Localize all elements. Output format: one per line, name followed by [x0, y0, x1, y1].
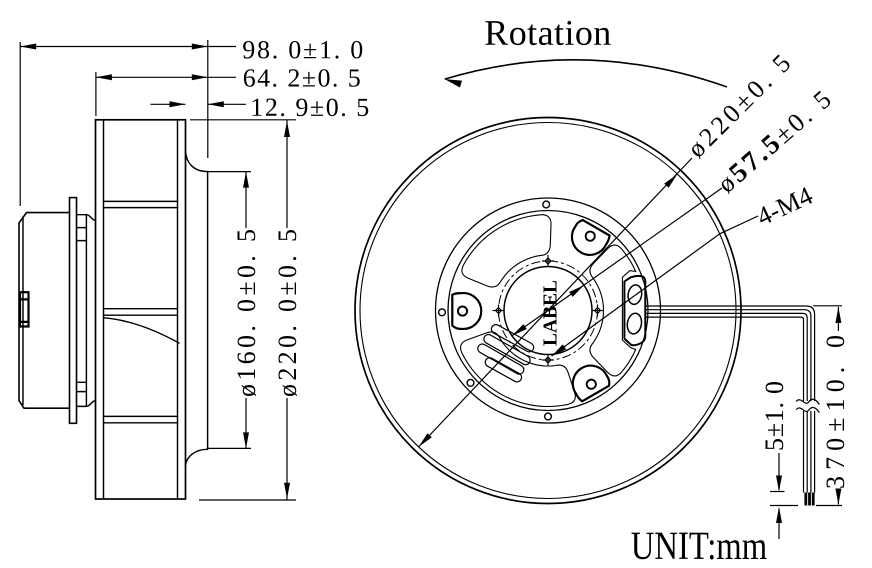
svg-text:5±1. 0: 5±1. 0: [760, 381, 789, 451]
svg-text:64. 2±0. 5: 64. 2±0. 5: [243, 64, 361, 93]
svg-text:98. 0±1. 0: 98. 0±1. 0: [242, 35, 363, 64]
svg-text:12. 9±0. 5: 12. 9±0. 5: [250, 93, 369, 122]
svg-text:Rotation: Rotation: [484, 13, 611, 53]
svg-text:UNIT:mm: UNIT:mm: [631, 523, 768, 568]
svg-text:LABEL: LABEL: [540, 280, 562, 346]
svg-text:370±10. 0: 370±10. 0: [821, 335, 850, 489]
